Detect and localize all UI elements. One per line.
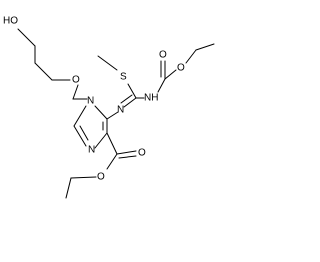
bond bbox=[65, 177, 72, 199]
bond bbox=[127, 83, 137, 99]
bond bbox=[106, 111, 119, 120]
ring-nitrogen-3-label: N bbox=[88, 145, 95, 156]
ether-oxygen-label: O bbox=[72, 75, 80, 86]
hydroxyl-label: HO bbox=[3, 16, 18, 27]
chemical-structure: HO O N N S NH O O N O O bbox=[3, 16, 215, 199]
bond bbox=[164, 69, 177, 80]
ester-carbonyl-oxygen-label: O bbox=[138, 148, 146, 159]
bond bbox=[106, 132, 118, 155]
double-bond-inner bbox=[120, 94, 133, 104]
bond bbox=[73, 105, 87, 127]
ring-nitrogen-1-label: N bbox=[87, 96, 94, 107]
bond bbox=[157, 78, 166, 93]
imine-nitrogen-label: N bbox=[117, 105, 124, 116]
bond bbox=[195, 43, 215, 51]
bond bbox=[72, 84, 79, 100]
atom-labels: HO O N N S NH O O N O O bbox=[3, 16, 185, 183]
bond bbox=[17, 28, 36, 47]
sulfur-label: S bbox=[120, 72, 127, 83]
bond bbox=[94, 132, 108, 149]
bond bbox=[94, 105, 108, 120]
carbamate-ether-oxygen-label: O bbox=[177, 63, 185, 74]
double-bond-inner bbox=[79, 125, 89, 141]
bond bbox=[123, 97, 137, 108]
bond bbox=[185, 49, 197, 64]
bond bbox=[34, 62, 53, 81]
double-bond-inner bbox=[118, 155, 137, 159]
ester-ether-oxygen-label: O bbox=[97, 172, 105, 183]
imidazole-ring bbox=[73, 105, 108, 149]
isothiourea-group bbox=[97, 55, 145, 120]
bond bbox=[73, 125, 87, 147]
bond bbox=[116, 150, 137, 155]
carbamate-group bbox=[157, 43, 215, 93]
bond bbox=[106, 153, 118, 170]
hydroxyethoxymethyl-chain bbox=[17, 28, 88, 100]
ethyl-ester-group bbox=[65, 132, 137, 199]
bond bbox=[70, 176, 97, 179]
amide-nh-label: NH bbox=[144, 93, 158, 104]
carbamate-carbonyl-oxygen-label: O bbox=[159, 50, 167, 61]
bond bbox=[97, 55, 118, 71]
